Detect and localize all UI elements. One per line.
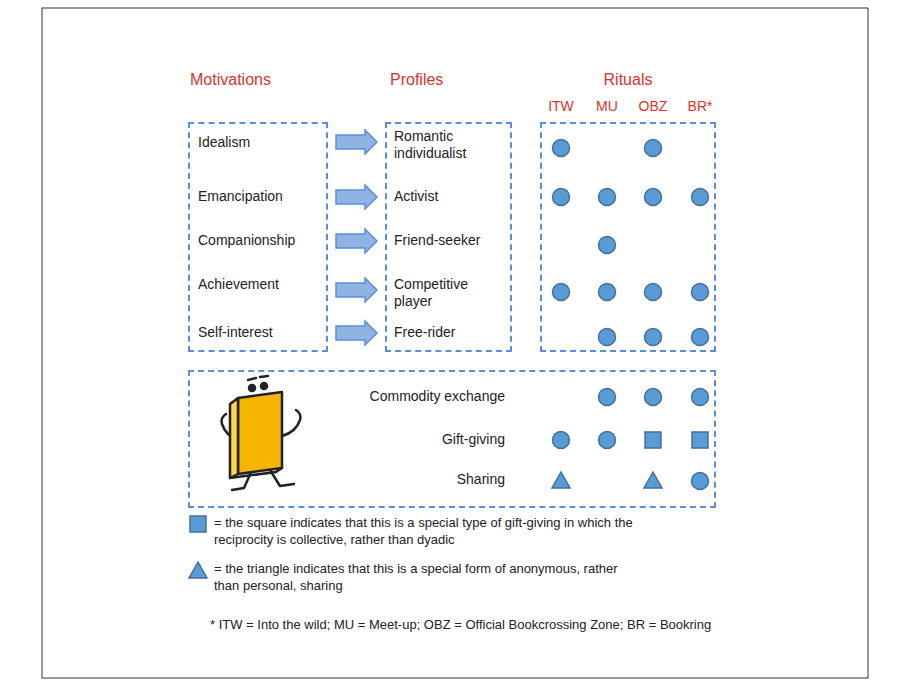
ritual-abbrev: MU [582,98,632,115]
exchange-box: Commodity exchangeGift-givingSharing [188,370,716,508]
ritual-abbrev: BR* [675,98,725,115]
rituals-box: RitualsITWMUOBZBR* [540,122,716,352]
motivation-item: Companionship [198,232,323,249]
profile-item: Free-rider [394,324,506,341]
profile-item: Friend-seeker [394,232,506,249]
ritual-dots [553,140,709,346]
profile-item: Romantic individualist [394,128,506,162]
block-arrow [336,185,377,209]
block-arrow [336,229,377,253]
ritual-abbrev: ITW [536,98,586,115]
column-heading: Profiles [390,70,443,89]
block-arrow [336,278,377,302]
exchange-symbols [552,389,709,490]
exchange-type: Sharing [320,471,505,488]
exchange-type: Gift-giving [320,431,505,448]
profile-item: Activist [394,188,506,205]
motivation-item: Self-interest [198,324,323,341]
motivations-box: MotivationsIdealismEmancipationCompanion… [188,122,328,352]
profiles-box: ProfilesRomantic individualistActivistFr… [385,122,512,352]
footnote: * ITW = Into the wild; MU = Meet-up; OBZ… [210,616,770,633]
motivation-item: Achievement [198,276,323,293]
block-arrow [336,321,377,345]
legend-text: = the triangle indicates that this is a … [214,560,634,594]
column-heading: Rituals [598,70,658,89]
exchange-type: Commodity exchange [320,388,505,405]
book-illustration [222,376,301,490]
page-frame [42,8,868,678]
legend-text: = the square indicates that this is a sp… [214,514,634,548]
ritual-abbrev: OBZ [628,98,678,115]
legend-samples [189,516,207,578]
motivation-item: Idealism [198,134,323,151]
profile-item: Competitive player [394,276,494,310]
block-arrow [336,130,377,154]
column-heading: Motivations [190,70,271,89]
motivation-item: Emancipation [198,188,323,205]
